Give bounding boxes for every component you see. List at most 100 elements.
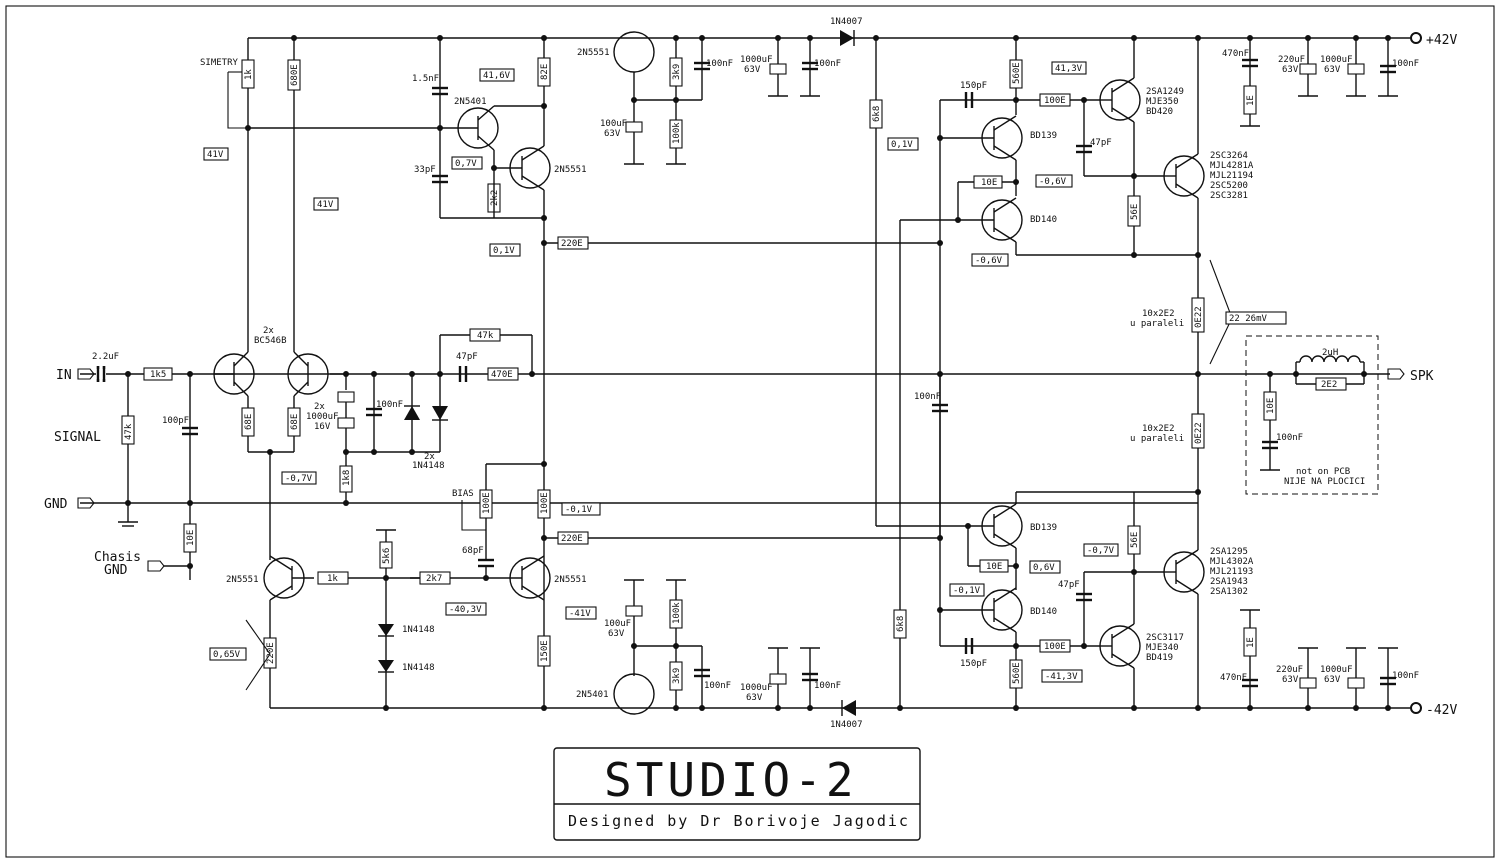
resistor-100e-bias[interactable] [479, 489, 493, 519]
resistor-560e-top-label: 560E [1012, 62, 1022, 84]
resistor-1e-bot [1243, 627, 1257, 657]
resistor-2e2-zobel-label: 2E2 [1321, 380, 1337, 390]
cap-100nf-b-label: 100nF [814, 59, 841, 69]
emitter-note-top-1: 10x2E2 [1142, 309, 1175, 319]
resistor-1k8-label: 1k8 [342, 470, 352, 486]
cap-220uf-bot [1299, 677, 1317, 689]
resistor-2k7 [419, 571, 451, 585]
cap-100uf-top-label: 100uF [600, 119, 627, 129]
chassis-label-1: Chasis [94, 550, 141, 565]
voltage-flag-11 [1225, 311, 1287, 325]
voltage-flag-1 [203, 147, 229, 161]
sheet-frame [5, 5, 1495, 858]
positive-terminal[interactable] [1410, 32, 1422, 44]
driver-bot-part-1: 2SC3117 [1146, 633, 1184, 643]
voltage-flag-9 [971, 253, 1009, 267]
diode-1n4148-label: 1N4148 [412, 461, 445, 471]
resistor-68e-b-label: 68E [290, 414, 300, 430]
transistor-2n5551-tail-label: 2N5551 [226, 575, 259, 585]
voltage-flag-12 [561, 502, 601, 516]
diode-1n4007-top-label: 1N4007 [830, 17, 863, 27]
resistor-3k9-top [669, 57, 683, 87]
voltage-flag-12-text: -0,1V [565, 505, 593, 515]
voltage-flag-13-text: -40,3V [449, 605, 482, 615]
diode-1n4007-bot [842, 700, 856, 716]
resistor-220e-top-label: 220E [561, 239, 583, 249]
cap-150pf-top-label: 150pF [960, 81, 987, 91]
voltage-flag-2 [313, 197, 339, 211]
resistor-100e-b [537, 489, 551, 519]
voltage-flag-17 [949, 583, 985, 597]
cap-100nf-zobel-label: 100nF [1276, 433, 1303, 443]
resistor-3k9-top-label: 3k9 [672, 64, 682, 80]
voltage-flag-8 [1035, 174, 1073, 188]
resistor-82e-label: 82E [540, 64, 550, 80]
junction-dots [125, 35, 1391, 711]
output-top-part-2: MJL4281A [1210, 161, 1254, 171]
voltage-flag-15-text: 0,65V [213, 650, 241, 660]
positive-rail-label: +42V [1426, 33, 1457, 48]
driver-top-part-2: MJE350 [1146, 97, 1179, 107]
voltage-flag-2-text: 41V [317, 200, 334, 210]
resistor-150e [537, 635, 551, 667]
voltage-flag-9-text: -0,6V [975, 256, 1003, 266]
title-block: STUDIO-2 Designed by Dr Borivoje Jagodic [553, 747, 921, 841]
resistor-10e-top [973, 175, 1003, 189]
voltage-flag-11-text: 22 26mV [1229, 314, 1268, 324]
resistor-56e-top [1127, 195, 1141, 227]
resistor-6k8-top [869, 99, 883, 129]
chassis-terminal[interactable] [147, 560, 165, 572]
resistor-2k7-label: 2k7 [426, 574, 442, 584]
resistor-100k-bot [669, 599, 683, 629]
voltage-flag-8-text: -0,6V [1039, 177, 1067, 187]
bias-label: BIAS [452, 489, 474, 499]
voltage-flag-10-text: 41,3V [1055, 64, 1083, 74]
resistor-5k6-label: 5k6 [382, 548, 392, 564]
output-bot-part-3: MJL21193 [1210, 567, 1253, 577]
cap-100uf-top [625, 121, 643, 133]
diode-1n4007-bot-label: 1N4007 [830, 720, 863, 730]
zobel-not-on-pcb-box [1245, 335, 1379, 495]
resistor-0e22-bot-label: 0E22 [1194, 422, 1204, 444]
title-main: STUDIO-2 [604, 753, 858, 807]
cap-100nf-c-label: 100nF [1392, 59, 1419, 69]
zobel-note-1: not on PCB [1296, 467, 1350, 477]
voltage-flag-4-text: 0,7V [455, 159, 477, 169]
cap-68pf-label: 68pF [462, 546, 484, 556]
emitter-note-top-2: u paraleli [1130, 319, 1184, 329]
resistor-2k2-label: 2k2 [490, 190, 500, 206]
diode-1n4148-down [432, 406, 448, 420]
transistor-2n5551-reg-label: 2N5551 [577, 48, 610, 58]
voltage-flag-10 [1051, 61, 1087, 75]
ground-terminal[interactable] [77, 497, 95, 509]
resistor-82e [537, 57, 551, 87]
cap-63v-top-label: 63V [604, 129, 621, 139]
cap-47pf-top-label: 47pF [1090, 138, 1112, 148]
simetry-label: SIMETRY [200, 58, 239, 68]
voltage-flag-18 [1083, 543, 1119, 557]
transistor-bd140-top-label: BD140 [1030, 215, 1057, 225]
speaker-terminal[interactable] [1387, 368, 1405, 380]
voltage-flag-14 [565, 606, 597, 620]
output-bot-part-4: 2SA1943 [1210, 577, 1248, 587]
cap-63v-b-label: 63V [1324, 65, 1341, 75]
cap-1000uf-bot3-label: 1000uF [1320, 665, 1353, 675]
resistor-1e-top [1243, 85, 1257, 115]
voltage-flag-7-text: 0,1V [891, 140, 913, 150]
signal-label: SIGNAL [54, 430, 101, 445]
resistor-1k-trim[interactable] [241, 59, 255, 89]
cap-470nf-top-label: 470nF [1222, 49, 1249, 59]
input-terminal[interactable] [77, 368, 95, 380]
resistor-68e-b [287, 407, 301, 437]
cap-47pf-bot-label: 47pF [1058, 580, 1080, 590]
cap-220uf-bot-label: 220uF [1276, 665, 1303, 675]
cap-1000uf-b [337, 417, 355, 429]
voltage-flag-19-text: -41,3V [1045, 672, 1078, 682]
voltage-flag-16-text: 0,6V [1033, 563, 1055, 573]
voltage-flag-4 [451, 156, 483, 170]
transistor-bd139-bot [981, 505, 1023, 547]
resistor-56e-bot-label: 56E [1130, 532, 1140, 548]
negative-terminal[interactable] [1410, 702, 1422, 714]
transistor-bd139-bot-label: BD139 [1030, 523, 1057, 533]
resistor-6k8-bot [893, 609, 907, 639]
